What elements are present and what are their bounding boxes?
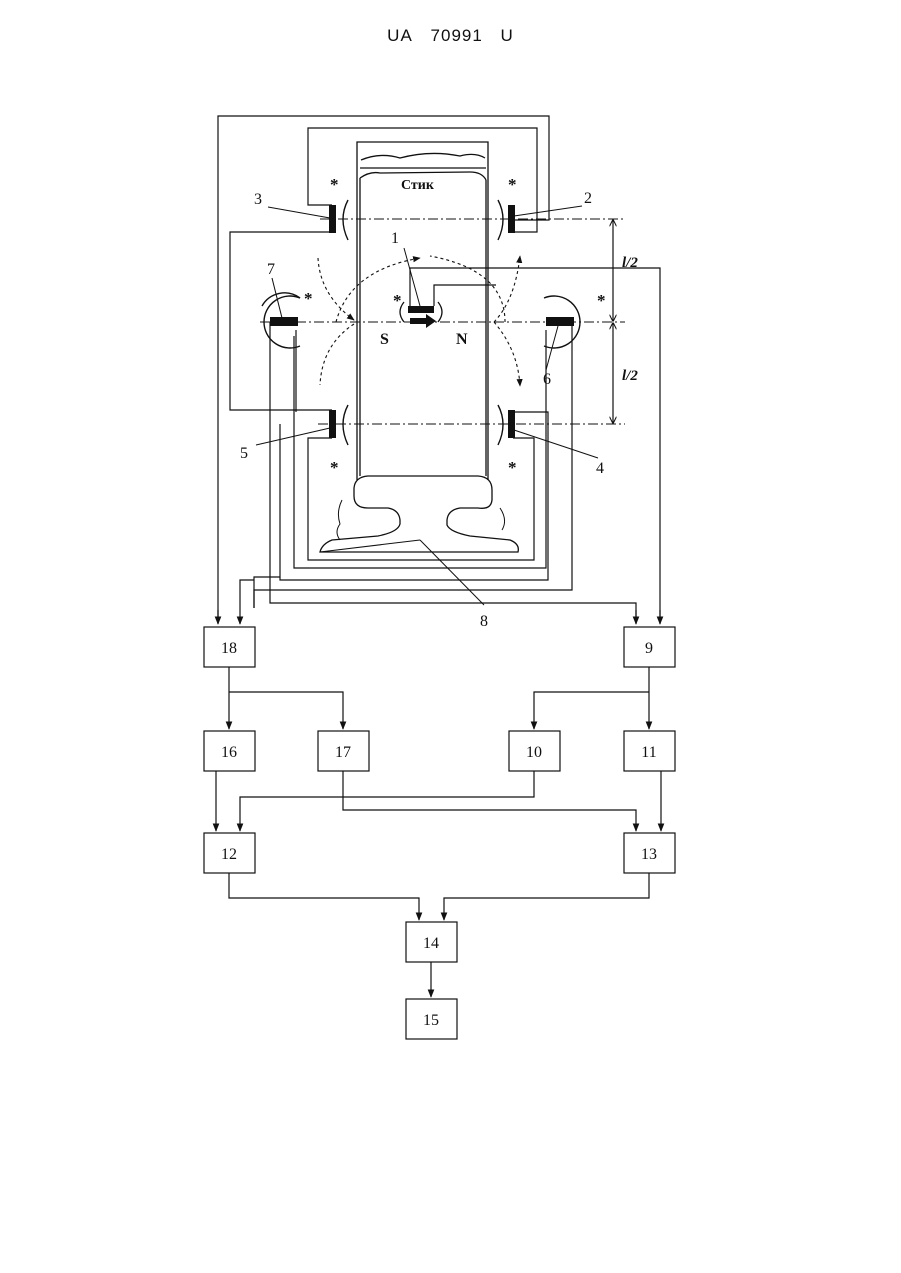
pole-s-label: S — [380, 331, 389, 348]
sensor-5 — [329, 405, 348, 445]
callout-2: 2 — [584, 190, 592, 207]
star-7: * — [304, 289, 313, 308]
blocks — [204, 627, 675, 1039]
block-10-label: 10 — [526, 744, 542, 761]
callout-5: 5 — [240, 445, 248, 462]
block-16-label: 16 — [221, 744, 237, 761]
block-11-label: 11 — [641, 744, 656, 761]
star-1: * — [393, 291, 402, 310]
block-15-label: 15 — [423, 1012, 439, 1029]
block-9-label: 9 — [645, 640, 653, 657]
block-14-label: 14 — [423, 935, 439, 952]
callout-leaders — [256, 206, 598, 605]
block-labels: 18 9 16 17 10 11 12 13 14 15 — [221, 640, 657, 1029]
block-17-label: 17 — [335, 744, 351, 761]
callout-7: 7 — [267, 261, 275, 278]
callout-1: 1 — [391, 230, 399, 247]
pole-n-label: N — [456, 331, 468, 348]
rail-cross-section — [320, 476, 518, 552]
sensor-3 — [329, 200, 348, 240]
star-3: * — [330, 175, 339, 194]
star-2: * — [508, 175, 517, 194]
sensor-1 — [400, 302, 442, 328]
star-4: * — [508, 458, 517, 477]
block-12-label: 12 — [221, 846, 237, 863]
callout-8: 8 — [480, 613, 488, 630]
dimension-lower: l/2 — [622, 368, 638, 384]
joint-label: Стик — [401, 178, 435, 193]
callout-3: 3 — [254, 191, 262, 208]
star-5: * — [330, 458, 339, 477]
sensor-4 — [498, 405, 515, 445]
wiring-arrowheads — [218, 580, 660, 624]
callout-6: 6 — [543, 371, 551, 388]
block-18-label: 18 — [221, 640, 237, 657]
star-6: * — [597, 291, 606, 310]
block-13-label: 13 — [641, 846, 657, 863]
callout-4: 4 — [596, 460, 604, 477]
sensor-2 — [498, 200, 515, 240]
sensor-wiring — [218, 116, 660, 622]
